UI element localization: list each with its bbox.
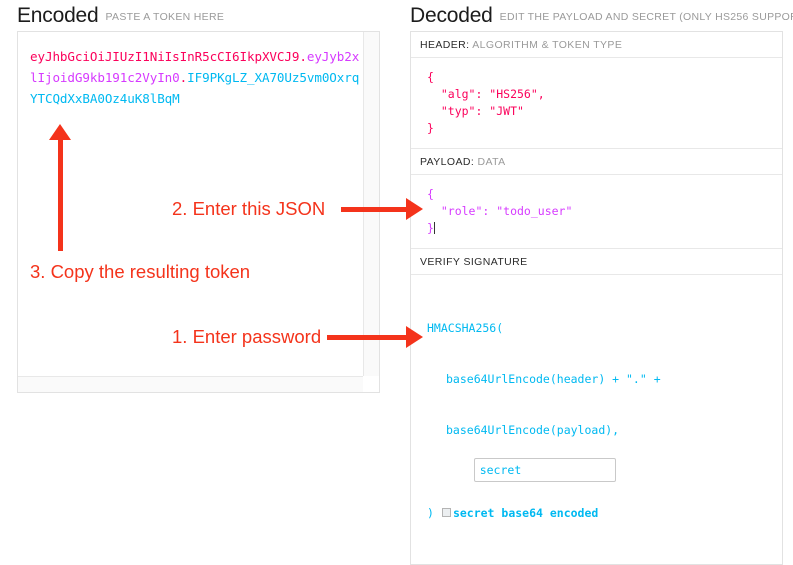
signature-line-3: base64UrlEncode(payload), (446, 423, 620, 437)
signature-label-strong: VERIFY SIGNATURE (420, 256, 528, 268)
annotation-3-arrow-head (49, 124, 71, 140)
token-header-segment: eyJhbGciOiJIUzI1NiIsInR5cCI6IkpXVCJ9 (30, 49, 300, 64)
text-caret (433, 222, 435, 234)
header-section-label: HEADER: ALGORITHM & TOKEN TYPE (411, 32, 782, 58)
signature-section-label: VERIFY SIGNATURE (411, 249, 782, 275)
payload-json-editor[interactable]: { "role": "todo_user" } (411, 175, 782, 249)
signature-line-2: base64UrlEncode(header) + "." + (446, 372, 661, 386)
annotation-3-arrow-shaft (58, 139, 63, 251)
signature-line-1: HMACSHA256( (427, 321, 504, 335)
secret-input[interactable] (473, 458, 616, 482)
encoded-title: Encoded (17, 4, 99, 27)
annotation-2-label: 2. Enter this JSON (172, 198, 326, 219)
annotation-1-label: 1. Enter password (172, 326, 322, 347)
base64-encoded-checkbox[interactable] (441, 508, 451, 517)
encoded-token-panel[interactable]: eyJhbGciOiJIUzI1NiIsInR5cCI6IkpXVCJ9.eyJ… (17, 31, 380, 393)
token-separator-1: . (299, 49, 307, 64)
decoded-heading: Decoded EDIT THE PAYLOAD AND SECRET (ONLY… (410, 4, 793, 28)
annotation-2-arrow-shaft (341, 207, 409, 212)
base64-encoded-label: secret base64 encoded (452, 506, 599, 520)
payload-label-strong: PAYLOAD: (420, 156, 475, 168)
annotation-1-arrow-head (406, 326, 423, 348)
encoded-token-text[interactable]: eyJhbGciOiJIUzI1NiIsInR5cCI6IkpXVCJ9.eyJ… (30, 46, 362, 109)
annotation-1-arrow-shaft (327, 335, 409, 340)
annotation-3-label: 3. Copy the resulting token (30, 261, 251, 282)
encoded-subtitle: PASTE A TOKEN HERE (105, 11, 225, 23)
token-signature-segment: IF9PKgLZ_XA70Uz5vm0OxrqYTCQdXxBA0Oz4uK8l… (30, 70, 360, 106)
header-json-editor[interactable]: { "alg": "HS256", "typ": "JWT" } (411, 58, 782, 149)
encoded-horizontal-scrollbar[interactable] (18, 376, 364, 392)
token-separator-2: . (179, 70, 188, 85)
decoded-title: Decoded (410, 4, 493, 27)
encoded-heading: Encoded PASTE A TOKEN HERE (17, 4, 224, 28)
header-label-dim: ALGORITHM & TOKEN TYPE (472, 39, 623, 51)
decoded-subtitle: EDIT THE PAYLOAD AND SECRET (ONLY HS256 … (499, 11, 793, 23)
header-label-strong: HEADER: (420, 39, 470, 51)
scrollbar-corner (363, 376, 379, 392)
decoded-panel: HEADER: ALGORITHM & TOKEN TYPE { "alg": … (410, 31, 783, 565)
encoded-vertical-scrollbar[interactable] (363, 32, 379, 376)
signature-closing-row: ) secret base64 encoded (427, 505, 782, 522)
payload-json-text: { "role": "todo_user" } (427, 187, 573, 235)
payload-section-label: PAYLOAD: DATA (411, 149, 782, 175)
signature-editor: HMACSHA256( base64UrlEncode(header) + ".… (411, 275, 782, 564)
signature-closing-paren: ) (427, 506, 434, 520)
token-payload-segment: eyJyb2xlIjoidG9kb191c2VyIn0 (30, 49, 360, 85)
payload-label-dim: DATA (477, 156, 506, 168)
annotation-2-arrow-head (406, 198, 423, 220)
